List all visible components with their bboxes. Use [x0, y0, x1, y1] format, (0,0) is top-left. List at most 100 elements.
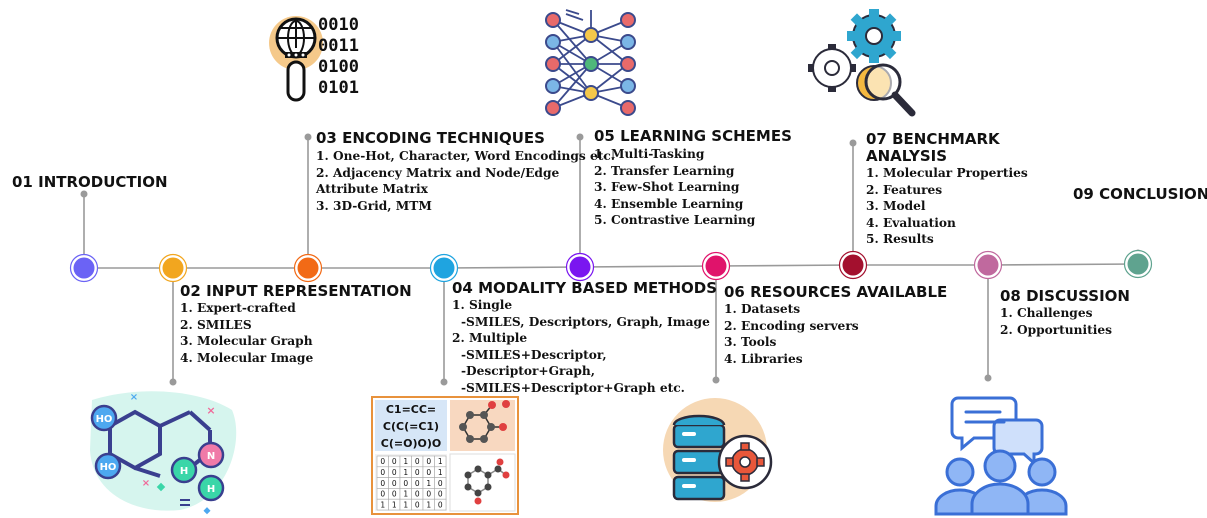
discussion-people-icon [934, 396, 1068, 516]
timeline-nodes [69, 249, 1153, 283]
stem-end-dot [849, 139, 857, 147]
section-07-items: 1. Molecular Properties 2. Features 3. M… [866, 165, 1028, 248]
molecule-icon: HO HO H N H × × × [90, 391, 237, 515]
matrix-cell: 0 [415, 479, 420, 488]
section-06-heading: 06 RESOURCES AVAILABLE [724, 283, 948, 301]
stem-end-dot [80, 190, 88, 198]
matrix-cell: 0 [438, 479, 443, 488]
molecule-label-h: H [207, 484, 215, 495]
list-item: 5. Contrastive Learning [594, 213, 756, 227]
matrix-cell: 0 [380, 457, 385, 466]
molecule-label-h: H [180, 466, 188, 477]
list-item: 4. Ensemble Learning [594, 196, 744, 211]
matrix-cell: 0 [415, 468, 420, 477]
molecule-label-ho: HO [100, 462, 117, 473]
list-item: 2. Encoding servers [724, 318, 859, 333]
binary-row: 0010 [318, 15, 359, 35]
list-item: 4. Molecular Image [180, 350, 314, 365]
list-item: -SMILES, Descriptors, Graph, Image [461, 314, 710, 329]
stem-end-dot [576, 133, 584, 141]
list-item: 3. Few-Shot Learning [594, 180, 740, 194]
list-item: 1. Challenges [1000, 306, 1093, 320]
stem-end-dot [712, 376, 720, 384]
svg-text:×: × [130, 392, 138, 403]
encoding-binary-icon: 0010 0011 0100 0101 [269, 15, 359, 102]
molecule-label-ho: HO [96, 414, 113, 425]
matrix-cell: 0 [392, 479, 397, 488]
list-item: 3. Tools [724, 335, 777, 349]
matrix-cell: 1 [403, 468, 408, 477]
list-item: 3. Molecular Graph [180, 334, 313, 348]
list-item: 3. Model [866, 199, 926, 213]
list-item: 2. SMILES [180, 317, 252, 332]
section-01-heading: 01 INTRODUCTION [12, 173, 168, 191]
binary-row: 0011 [318, 36, 359, 56]
smiles-line: C(C(=C1) [383, 420, 439, 433]
list-item: 5. Results [866, 232, 934, 246]
smiles-line: C(=O)O)O [381, 437, 441, 450]
matrix-cell: 1 [403, 490, 408, 499]
matrix-cell: 0 [392, 457, 397, 466]
matrix-cell: 0 [415, 457, 420, 466]
matrix-cell: 0 [438, 490, 443, 499]
timeline-segment [987, 263, 1139, 266]
smiles-line: C1=CC= [386, 403, 436, 416]
matrix-cell: 0 [380, 468, 385, 477]
timeline-segment [579, 265, 717, 268]
matrix-cell: 1 [426, 479, 431, 488]
section-08-items: 1. Challenges 2. Opportunities [1000, 305, 1112, 338]
list-item: -SMILES+Descriptor, [461, 347, 607, 362]
timeline-node-02 [158, 253, 188, 283]
section-08-heading: 08 DISCUSSION [1000, 287, 1130, 305]
timeline-node-03 [293, 253, 323, 283]
binary-row: 0100 [318, 57, 359, 77]
section-04-heading: 04 MODALITY BASED METHODS [452, 279, 718, 297]
section-07-heading: 07 BENCHMARK ANALYSIS [866, 130, 1000, 165]
timeline-segment [715, 264, 854, 267]
stem-end-dot [984, 374, 992, 382]
list-item: 4. Evaluation [866, 215, 956, 230]
timeline-node-04 [429, 253, 459, 283]
matrix-cell: 1 [438, 468, 443, 477]
section-06-items: 1. Datasets 2. Encoding servers 3. Tools… [724, 301, 859, 367]
timeline-node-01 [69, 253, 99, 283]
timeline-node-06 [701, 251, 731, 281]
matrix-cell: 0 [392, 468, 397, 477]
database-gear-icon [663, 398, 773, 502]
matrix-cell: 1 [380, 500, 385, 509]
matrix-cell: 0 [415, 500, 420, 509]
section-03-items: 1. One-Hot, Character, Word Encodings et… [316, 148, 615, 214]
benchmark-gears-icon [808, 9, 916, 117]
list-item: 1. Multi-Tasking [594, 147, 705, 161]
list-item: 2. Transfer Learning [594, 163, 735, 178]
section-04-items: 1. Single -SMILES, Descriptors, Graph, I… [452, 297, 710, 396]
section-05-items: 1. Multi-Tasking 2. Transfer Learning 3.… [594, 146, 755, 229]
list-item: 1. Single [452, 298, 513, 312]
matrix-cell: 1 [392, 500, 397, 509]
matrix-cell: 0 [380, 490, 385, 499]
svg-text:×: × [142, 478, 150, 489]
list-item: 2. Adjacency Matrix and Node/Edge Attrib… [316, 165, 560, 197]
matrix-cell: 0 [438, 500, 443, 509]
timeline-node-05 [565, 252, 595, 282]
list-item: 4. Libraries [724, 351, 803, 366]
stem-end-dot [440, 378, 448, 386]
section-03-heading: 03 ENCODING TECHNIQUES [316, 129, 545, 147]
list-item: -Descriptor+Graph, [461, 364, 595, 378]
timeline-segment [443, 266, 581, 269]
matrix-cell: 0 [415, 490, 420, 499]
list-item: -SMILES+Descriptor+Graph etc. [461, 380, 685, 395]
matrix-cell: 0 [380, 479, 385, 488]
section-02-heading: 02 INPUT REPRESENTATION [180, 282, 412, 300]
stem-end-dot [304, 133, 312, 141]
stem-end-dot [169, 378, 177, 386]
matrix-cell: 0 [403, 479, 408, 488]
svg-text:×: × [206, 404, 215, 417]
binary-row: 0101 [318, 78, 359, 98]
section-09-heading: 09 CONCLUSION [1073, 185, 1207, 203]
list-item: 3. 3D-Grid, MTM [316, 198, 432, 213]
timeline-node-09 [1123, 249, 1153, 279]
